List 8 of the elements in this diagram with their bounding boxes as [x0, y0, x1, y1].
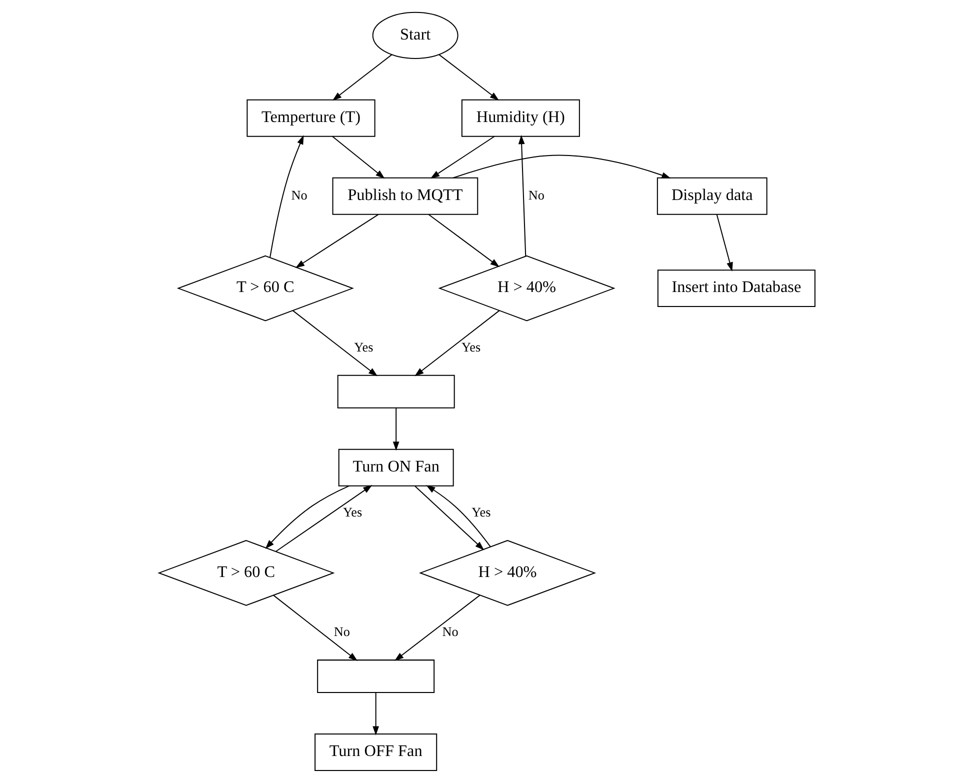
edge-label: No	[333, 624, 350, 640]
edge-label: No	[528, 188, 544, 203]
edge-label: No	[290, 188, 307, 203]
edge-label: Yes	[342, 504, 362, 520]
edge-label: No	[442, 624, 458, 640]
edge-label: Yes	[460, 340, 480, 355]
edge-label: Yes	[354, 340, 373, 355]
edge-label: Yes	[471, 504, 490, 520]
